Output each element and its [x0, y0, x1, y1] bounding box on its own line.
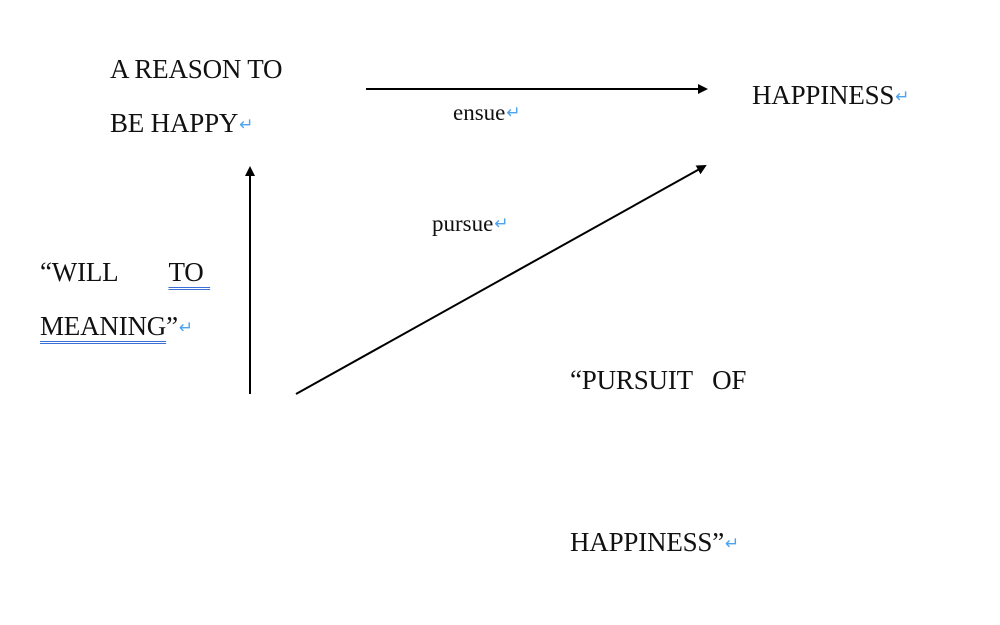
- paragraph-mark-icon: ↵: [494, 214, 509, 234]
- paragraph-mark-icon: ↵: [725, 534, 740, 554]
- paragraph-mark-icon: ↵: [895, 87, 910, 107]
- paragraph-mark-icon: ↵: [178, 318, 193, 338]
- node-reason: A REASON TO BE HAPPY↵: [110, 42, 283, 152]
- edge-pursue-text: pursue: [432, 211, 494, 236]
- node-will-word: “WILL: [40, 257, 119, 287]
- node-happiness: HAPPINESS↵: [752, 68, 909, 124]
- close-quote: ”: [166, 311, 178, 341]
- node-reason-line2: BE HAPPY↵: [110, 96, 282, 152]
- arrows-layer: [245, 84, 708, 395]
- node-meaning-word: MEANING: [40, 311, 167, 341]
- node-happiness-label: HAPPINESS: [752, 80, 895, 110]
- paragraph-mark-icon: ↵: [239, 115, 254, 135]
- paragraph-mark-icon: ↵: [506, 103, 521, 123]
- edge-ensue-text: ensue: [453, 100, 506, 125]
- node-pursuit-line1: “PURSUIT OF: [570, 365, 747, 395]
- edge-pursue-label: pursue↵: [432, 211, 509, 237]
- node-will-line1: “WILL TO: [40, 245, 234, 299]
- node-pursuit: “PURSUIT OF HAPPINESS”↵: [570, 245, 746, 625]
- node-pursuit-line2-text: HAPPINESS”: [570, 527, 725, 557]
- node-will-line2: MEANING”↵: [40, 299, 234, 355]
- node-pursuit-line2: HAPPINESS”↵: [570, 515, 746, 571]
- node-to-word: TO: [168, 257, 204, 287]
- pursue-arrow: [295, 165, 707, 395]
- node-reason-line1: A REASON TO: [110, 54, 283, 84]
- node-reason-line2-text: BE HAPPY: [110, 108, 239, 138]
- edge-ensue-label: ensue↵: [453, 100, 521, 126]
- node-will-to-meaning: “WILL TO MEANING”↵: [40, 245, 234, 355]
